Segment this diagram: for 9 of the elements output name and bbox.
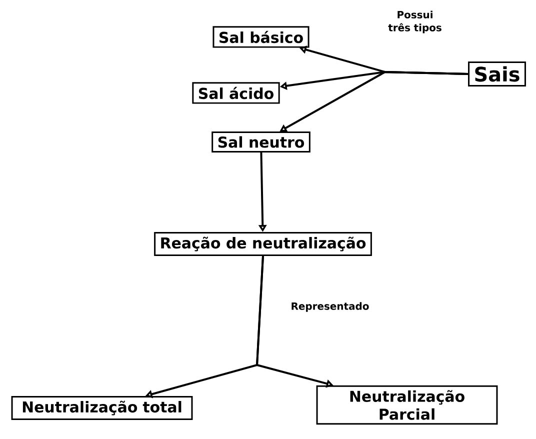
concept-box: Neutralização total (11, 396, 193, 420)
concept-box: Sais (468, 62, 526, 86)
concept-box: Neutralização Parcial (316, 385, 498, 425)
concept-box: Reação de neutralização (154, 232, 372, 256)
concept-box: Sal ácido (192, 82, 280, 104)
concept-box: Sal básico (212, 26, 310, 48)
edge-label: Representado (290, 301, 370, 313)
edge-label: Possui três tipos (384, 10, 446, 34)
concept-box: Sal neutro (212, 131, 310, 153)
